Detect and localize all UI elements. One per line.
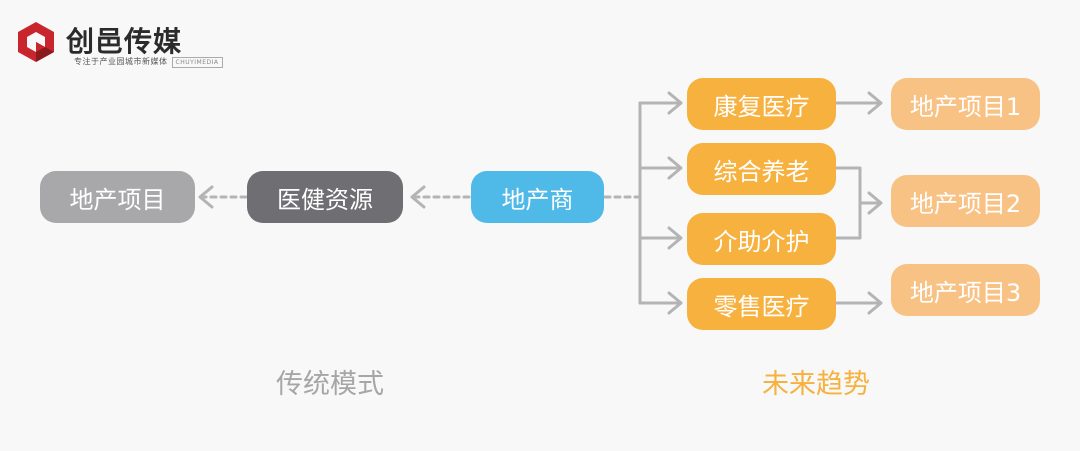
cube-logo-icon <box>18 22 54 62</box>
arrowhead-project3 <box>867 291 883 315</box>
arrowhead-project2 <box>867 191 883 215</box>
arrowhead-branch-3 <box>667 226 683 250</box>
traditional-project-box: 地产项目 <box>40 171 195 223</box>
arrowhead-branch-4 <box>667 291 683 315</box>
service-box-retail-medical: 零售医疗 <box>687 278 836 330</box>
future-caption: 未来趋势 <box>762 369 870 400</box>
service-box-assisted-care: 介助介护 <box>687 213 836 265</box>
service-box-rehab: 康复医疗 <box>687 78 836 130</box>
project-box-2: 地产项目2 <box>891 175 1040 227</box>
bracket-services-2-3 <box>835 166 862 240</box>
logo-tagline-en: CHUYIMEDIA <box>171 57 223 68</box>
arrowhead-project1 <box>867 91 883 115</box>
arrowhead-branch-2 <box>667 156 683 180</box>
traditional-caption: 传统模式 <box>276 369 384 400</box>
developer-box: 地产商 <box>471 171 604 223</box>
arrowhead-resource <box>410 185 426 209</box>
arrowhead-project <box>198 185 214 209</box>
logo-name: 创邑传媒 <box>66 25 183 58</box>
traditional-resource-box: 医健资源 <box>247 171 403 223</box>
logo-tagline-text: 专注于产业园城市新媒体 <box>74 57 168 66</box>
project-box-3: 地产项目3 <box>891 264 1040 316</box>
service-box-elderly-care: 综合养老 <box>687 143 836 195</box>
project-box-1: 地产项目1 <box>891 78 1040 130</box>
arrowhead-branch-1 <box>667 91 683 115</box>
